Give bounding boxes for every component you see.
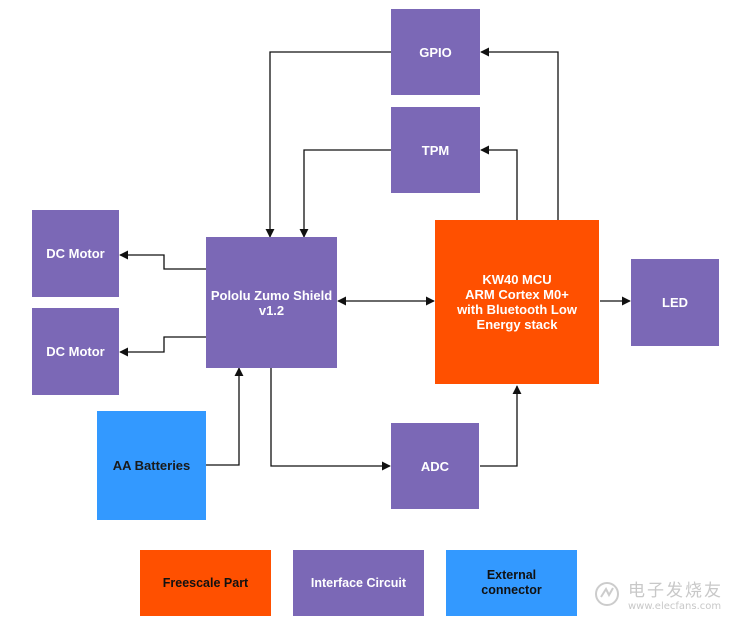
aa-batteries-block: AA Batteries — [97, 411, 206, 520]
adc-block: ADC — [391, 423, 479, 509]
dc-motor-block-1: DC Motor — [32, 210, 119, 297]
watermark-url: www.elecfans.com — [628, 601, 722, 612]
watermark: 电子发烧友 www.elecfans.com — [592, 570, 727, 618]
gpio-block: GPIO — [391, 9, 480, 95]
arrow-tpm-to-zumo — [299, 149, 391, 238]
arrow-zumo-to-adc — [270, 368, 391, 471]
arrow-mcu-to-gpio — [480, 47, 559, 220]
watermark-chinese-text: 电子发烧友 — [628, 581, 723, 601]
legend-external-connector: External connector — [446, 550, 577, 616]
legend-freescale-part: Freescale Part — [140, 550, 271, 616]
arrow-zumo-to-dc-motor-2 — [119, 336, 206, 357]
arrow-gpio-to-zumo — [265, 51, 391, 238]
legend-interface-circuit: Interface Circuit — [293, 550, 424, 616]
led-block: LED — [631, 259, 719, 346]
tpm-block: TPM — [391, 107, 480, 193]
zumo-shield-block: Pololu Zumo Shield v1.2 — [206, 237, 337, 368]
watermark-logo-icon — [595, 582, 619, 606]
arrow-mcu-to-tpm — [480, 145, 518, 220]
dc-motor-block-2: DC Motor — [32, 308, 119, 395]
arrow-batteries-to-zumo — [206, 367, 244, 466]
mcu-block: KW40 MCU ARM Cortex M0+ with Bluetooth L… — [435, 220, 599, 384]
arrow-zumo-to-dc-motor-1 — [119, 250, 206, 270]
arrow-adc-to-mcu — [480, 385, 522, 467]
